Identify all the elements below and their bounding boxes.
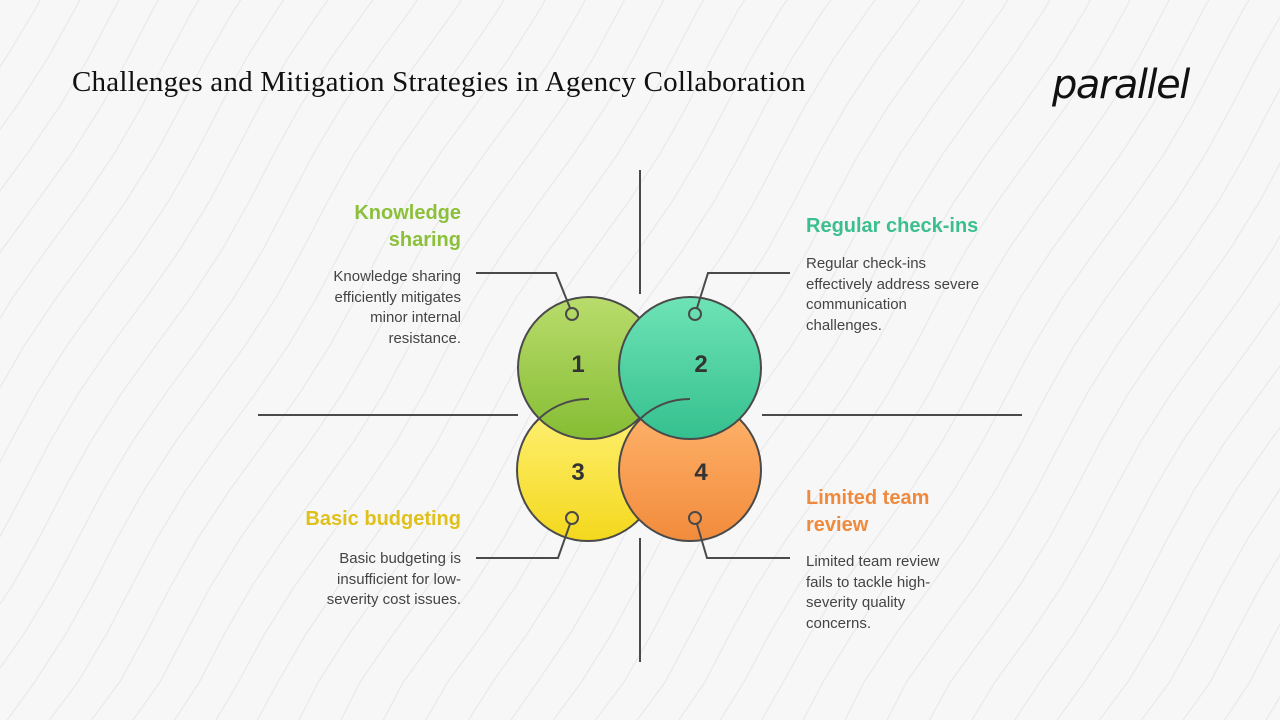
circle-number-1: 1 [571, 351, 584, 378]
background-line [678, 0, 1131, 720]
background-line [0, 0, 81, 131]
background-line [0, 0, 200, 320]
circle-number-4: 4 [694, 459, 708, 486]
background-line [802, 0, 1250, 720]
background-line [1140, 488, 1280, 720]
background-line [0, 0, 419, 670]
background-line [0, 0, 285, 464]
circle-2 [618, 296, 762, 440]
background-line [90, 0, 546, 720]
connector-dot-2 [688, 307, 702, 321]
quadrant-desc-3: Basic budgeting is insufficient for low-… [326, 550, 461, 608]
connector-4 [696, 523, 790, 559]
background-line [256, 0, 705, 720]
background-line [0, 0, 120, 192]
background-line [971, 234, 1280, 720]
background-line [0, 0, 329, 538]
background-line [594, 0, 1051, 720]
background-line [1056, 364, 1280, 720]
background-line [0, 0, 242, 389]
connector-dot-1 [565, 307, 579, 321]
connector-1 [476, 272, 571, 309]
quadrant-title-2: Regular check-ins [806, 215, 979, 237]
background-line [0, 0, 160, 254]
background-line [886, 87, 1280, 720]
background-line [719, 0, 1170, 720]
brand-logo: parallel [1052, 62, 1190, 108]
background-line [173, 0, 626, 720]
circle-number-2: 2 [694, 351, 707, 378]
quadrant-desc-2: Regular check-ins effectively address se… [806, 255, 980, 334]
background-line [928, 162, 1280, 720]
connector-2 [696, 272, 790, 309]
quadrant-desc-1: Knowledge sharing efficiently mitigates … [333, 268, 461, 347]
connector-3 [476, 523, 571, 559]
quadrant-title-1: Knowledge sharing [354, 202, 461, 251]
quadrant-title-4: Limited team review [806, 487, 930, 536]
quadrant-desc-4: Limited team review fails to tackle high… [806, 553, 940, 632]
background-line [844, 15, 1280, 720]
connector-dot-4 [688, 511, 702, 525]
connector-dot-3 [565, 511, 579, 525]
background-line [552, 0, 1009, 720]
background-line [636, 0, 1091, 720]
background-line [1098, 426, 1280, 720]
background-line [6, 0, 462, 720]
background-line [132, 0, 586, 720]
quadrant-title-3: Basic budgeting [305, 508, 461, 530]
circle-number-3: 3 [571, 459, 584, 486]
background-line [0, 0, 374, 606]
background-line [1013, 302, 1280, 720]
background-line [215, 0, 665, 720]
background-line [48, 0, 505, 720]
page-title: Challenges and Mitigation Strategies in … [72, 66, 806, 98]
background-line [1182, 553, 1280, 720]
background-line [760, 0, 1210, 720]
